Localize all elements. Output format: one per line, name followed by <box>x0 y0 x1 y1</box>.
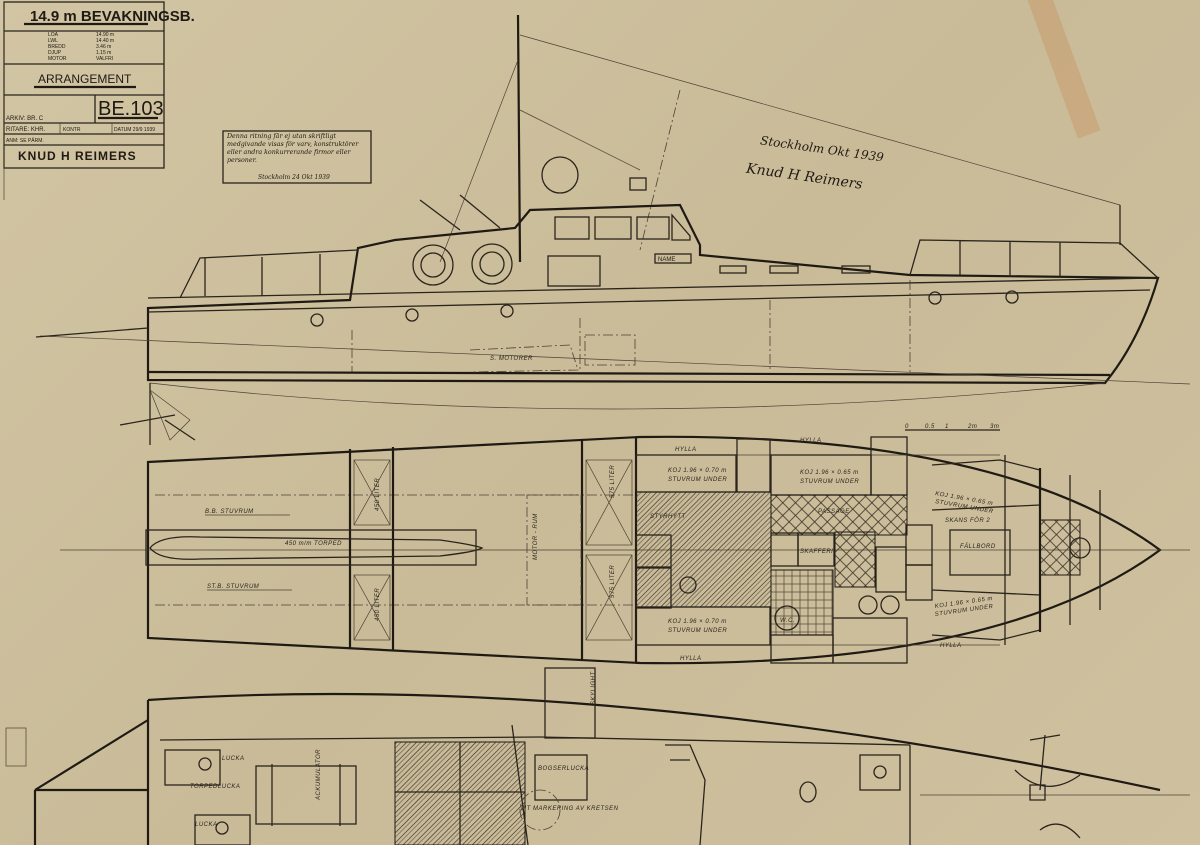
motor-room-label: MOTOR - RUM <box>533 513 539 560</box>
title-block: 14.9 m BEVAKNINGSB. LOA 14.90 m LWL 14.4… <box>3 1 195 200</box>
stamp <box>5 727 27 767</box>
tank-label: 575 LITER <box>610 565 616 598</box>
stb-stuvrum-label: ST.B. STUVRUM <box>207 584 259 590</box>
date: DATUM 29/9 1939 <box>114 127 155 133</box>
lifebuoy <box>471 243 513 285</box>
copyright-text: Denna ritning får ej utan skriftligt med… <box>227 133 359 164</box>
name-board <box>654 253 692 264</box>
passage-label: PASSAGE <box>818 509 850 515</box>
spec-value: 3.46 m <box>96 44 111 50</box>
name-board-label: NAME <box>658 257 675 263</box>
bb-stuvrum-label: B.B. STUVRUM <box>205 509 254 515</box>
scale-tick: 0 <box>905 424 909 430</box>
torpedo-tube <box>145 529 477 566</box>
shelf-label: HYLLA <box>675 447 697 453</box>
skylight <box>544 667 596 739</box>
scale-tick: 0.5 <box>925 424 935 430</box>
spec-list: LOA 14.90 m LWL 14.40 m BREDD 3.46 m DJU… <box>48 32 114 62</box>
spec-value: 14.90 m <box>96 32 114 38</box>
signature-name: Knud H Reimers <box>744 161 863 193</box>
note: ANM: SE PÄRM. <box>6 137 44 144</box>
scale-tick: 2m <box>967 424 977 430</box>
porthole <box>928 291 942 305</box>
wc-icon <box>774 605 800 631</box>
window <box>636 216 670 240</box>
torpedo-hatch-label: TORPEDLUCKA <box>190 784 240 790</box>
folding-table <box>949 529 1011 576</box>
designer-name: KNUD H REIMERS <box>18 149 137 163</box>
pantry-label: SKAFFERI <box>800 549 833 555</box>
porthole <box>310 313 324 327</box>
tape-strip <box>1026 0 1101 139</box>
hull-outline <box>146 203 1160 385</box>
searchlight-ring <box>541 156 579 194</box>
checker: KONTR <box>63 127 81 133</box>
berth-label: KOJ 1.96 × 0.65 m <box>800 470 859 476</box>
tank-label: 450 LITER <box>375 478 381 511</box>
hatch-label: LUCKA <box>195 822 218 828</box>
spec-label: LOA <box>48 32 59 38</box>
passage-floor <box>770 494 908 536</box>
engines-label: S. MOTORER <box>490 356 533 362</box>
berth-sub-label: STUVRUM UNDER <box>800 479 859 485</box>
shelf-label: HYLLA <box>940 643 962 649</box>
steering-wheel-icon <box>858 595 878 615</box>
scale-bar: 0 0.5 1 2m 3m <box>905 424 1000 431</box>
wc-room <box>770 569 834 636</box>
signature-place-date: Stockholm Okt 1939 <box>759 133 885 164</box>
signature: Stockholm Okt 1939 Knud H Reimers <box>744 133 885 193</box>
drawing-type: ARRANGEMENT <box>38 72 132 86</box>
spec-label: BREDD <box>48 44 66 50</box>
spec-label: MOTOR <box>48 56 67 62</box>
wheelhouse-floor <box>635 491 772 608</box>
shelf-label: HYLLA <box>680 656 702 662</box>
vessel-title: 14.9 m BEVAKNINGSB. <box>30 8 195 25</box>
forecastle-label: SKANS FÖR 2 <box>945 517 990 524</box>
porthole <box>500 304 514 318</box>
spec-label: DJUP <box>48 50 62 56</box>
accommodation-plan-view: 450 LITER 450 LITER 575 LITER 575 LITER … <box>60 435 1190 665</box>
drawing-number: BE.103 <box>98 98 164 120</box>
drawer: RITARE: KHR. <box>6 127 46 133</box>
window <box>554 216 590 240</box>
spec-label: LWL <box>48 38 58 44</box>
porthole <box>405 308 419 322</box>
berth-label: KOJ 1.96 × 0.70 m <box>668 468 727 474</box>
copyright-note: Denna ritning får ej utan skriftligt med… <box>222 130 372 184</box>
torpedo-label: 450 m/m TORPED <box>285 541 342 547</box>
marking-label: VIT MARKERING AV KRETSEN <box>520 806 619 812</box>
tank-label: 450 LITER <box>375 588 381 621</box>
wheelhouse-label: STYRHYTT <box>650 514 687 520</box>
torpedo <box>149 536 484 560</box>
lifebuoy <box>412 244 454 286</box>
bow-hatch-label: BOGSERLUCKA <box>538 766 589 772</box>
scale-tick: 1 <box>945 424 949 430</box>
side-profile-view: NAME S. MOTORER 0 0.5 1 2m 3m <box>35 14 1191 445</box>
shelf-label: HYLLA <box>800 438 822 444</box>
scale-tick: 3m <box>990 424 999 430</box>
skylight-label: SKYLIGHT <box>591 670 597 705</box>
accumulator-label: ACKUMULATOR <box>316 749 322 801</box>
berth-sub-label: STUVRUM UNDER <box>668 477 727 483</box>
window <box>594 216 632 240</box>
steering-wheel-icon <box>880 595 900 615</box>
hatch-label: LUCKA <box>222 756 245 762</box>
spec-value: 1.15 m <box>96 50 111 56</box>
copyright-place-date: Stockholm 24 Okt 1939 <box>258 174 330 181</box>
spec-value: 14.40 m <box>96 38 114 44</box>
deck-plan-view: SKYLIGHT LUCKA LUCKA TORPEDLUCKA ACKUMUL… <box>33 667 1190 845</box>
accumulator <box>255 765 357 825</box>
archive-ref: ARKIV: BR. C <box>6 116 44 122</box>
porthole <box>1005 290 1019 304</box>
tank-label: 575 LITER <box>610 465 616 498</box>
table-label: FÄLLBORD <box>960 543 996 550</box>
spec-value: VALFRI <box>96 56 113 62</box>
berth-label: KOJ 1.96 × 0.70 m <box>668 619 727 625</box>
anchor-icon <box>1014 734 1081 791</box>
berth-sub-label: STUVRUM UNDER <box>668 628 727 634</box>
wc-label: W.C. <box>780 618 795 624</box>
